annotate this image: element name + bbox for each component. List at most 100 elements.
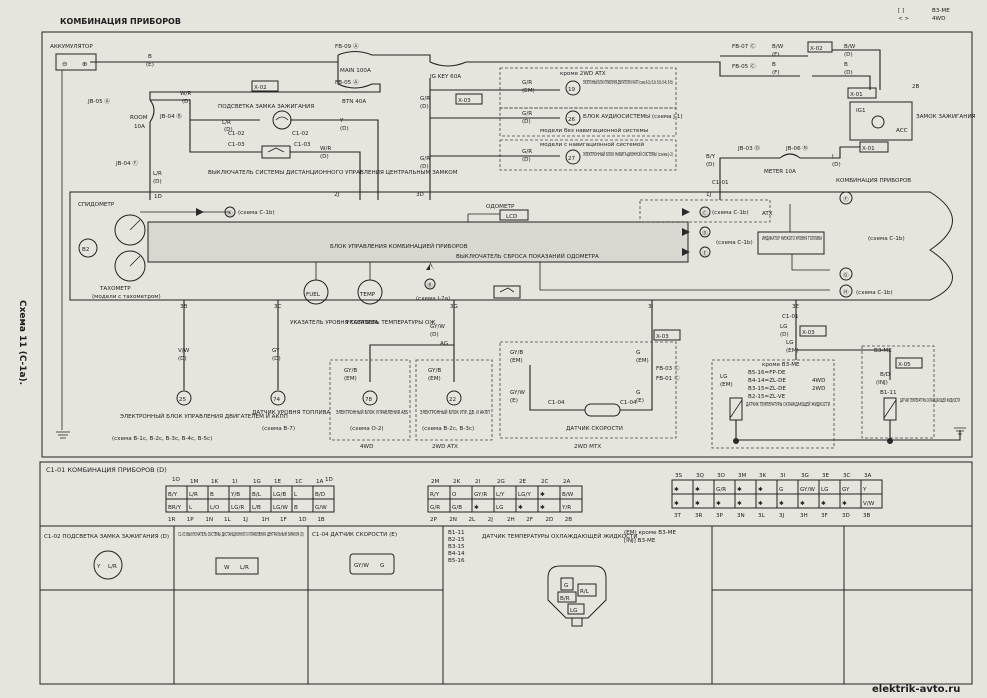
ref-g [839,267,853,281]
wire-bw2-d: (D) [844,52,853,58]
ref-f-label: Ⓕ [843,195,849,203]
jb05-label: JB-05 Ⓐ [87,97,110,105]
gauge-lines [315,262,371,280]
coolant-code-2: B3-15 [448,544,465,550]
meter-feed-wire [719,146,860,200]
c101c-top-num: 3Q [696,473,705,479]
side-title: Схема 11 (С-1а). [17,300,27,385]
fuel-sensor-ref: (схема В-7) [262,426,295,432]
c101b-top-num: 2M [431,479,440,485]
c101b-top-num: 2G [497,479,505,485]
c101b-pin-color: LG/Y [518,492,531,498]
c102-pin-y: Y [96,564,101,570]
wire-gr-audio: G/R [522,111,532,117]
c101b-pin-color: ✱ [540,504,545,511]
wire-gyb-mtx-em: (EM) [510,358,523,364]
pin-ag: AG [440,341,448,347]
wire-by-d: (D) [706,162,715,168]
coolant-sensor-label: ДАТЧИК ТЕМПЕРАТУРЫ ОХЛАЖДАЮЩЕЙ ЖИДКОСТИ [746,401,830,408]
c101c-pin-color: G [779,487,783,493]
c103-b: C1-03 [294,142,311,148]
ref-19 [565,80,581,96]
lcd-label: LCD [506,214,517,220]
coolant-code-1: B2-15 [448,537,465,543]
c101b-cell [559,498,583,513]
fuse-fb09: FB-09 Ⓐ [335,42,359,50]
wire-y-d: (D) [340,126,349,132]
ign-light-lamp [272,110,292,130]
wire-gy: GY [272,348,280,354]
ref-c-label: Ⓒ [702,209,708,217]
abs-label: ЭЛЕКТРОННЫЙ БЛОК УПРАВЛЕНИЯ ABS [336,409,408,416]
c101c-top-num: 3S [675,473,683,479]
c101c-top-num: 3I [780,473,786,479]
c104-pin-gyw: GY/W [354,563,369,569]
c101c-top-num: 3C [843,473,851,479]
fuse-fb05b: FB-05 Ⓒ [732,62,756,70]
ignition-switch [849,101,913,141]
abs-dashed-box [329,359,411,441]
ref-78 [362,390,378,406]
c101c-pin-color: Y [862,487,867,493]
x05-connector [895,357,923,369]
pin-3i: 3I [648,304,654,310]
c101b-pin-color: O [452,492,457,498]
c101a-pin-color: Y/B [230,492,240,498]
c101c-pin-color: ✱ [695,486,700,493]
wire-lr-2-d: (D) [224,127,233,133]
c101c-pin-color: V/W [863,501,875,507]
wire-gyw-d: (D) [430,332,439,338]
wire-gyb-em2: (EM) [344,376,357,382]
c101a-pin-color: LG/B [273,492,286,498]
ref-h-note: (схема С-1b) [856,290,893,296]
c101c-pin-color: ✱ [716,500,721,507]
wire-gr2-d: (D) [420,164,429,170]
c101a-pin-color: B [294,505,298,511]
wire-b-f: B [772,62,776,68]
x01-label-a: X-01 [850,92,863,98]
wire-w-d: (D) [320,154,329,160]
ref-c [699,206,711,218]
wire-gr-nav: G/R [522,149,532,155]
coolant-code-0: B1-11 [448,530,465,536]
ignition-feed-wires [720,49,881,90]
jb06-label: JB-06 Ⓝ [785,144,808,152]
coolant-pin-lg: LG [570,608,577,614]
ign-light-label: ПОДСВЕТКА ЗАМКА ЗАЖИГАНИЯ [218,104,314,110]
c101b-pin-color: G/R [430,505,440,511]
switch-contact [267,147,285,153]
wire-b-f2: (F) [772,70,780,76]
ref-h-label: Ⓗ [843,288,849,296]
wire-gyb-mtx: GY/B [510,350,523,356]
c101a-pin-color: L/O [210,505,220,511]
c101b-pin-color: R/Y [430,492,440,498]
ref-b2-label: B2 [82,247,89,253]
coolant-a-ground-icon [733,438,739,444]
wire-bd: B/D [880,372,890,378]
ref-b-arrow [426,262,434,270]
main-fuse-out [372,54,431,62]
ecu-label: ЭЛЕКТРОННЫЙ БЛОК УПРАВЛЕНИЯ ДВИГАТЕЛЕМ И… [583,79,673,86]
atx-label: ATX [762,211,773,217]
c101a-pin-color: LG/W [273,505,288,511]
c101a-cell [312,498,335,513]
wire-w: W/R [320,146,331,152]
diode-icon [196,208,204,216]
wire-vw-d: (D) [178,356,187,362]
c101a-top-num: 1C [295,479,303,485]
ground-bus [736,430,961,441]
eng-list-2: B3-15=ZL-DE [748,386,786,392]
x02-connector-b [807,41,833,53]
pin-3e: 3E [792,304,800,310]
c101b-pin-color: L/Y [496,492,505,498]
wire-gr2: G/R [420,156,430,162]
c101a-top-num-extra: 1D [325,477,333,483]
battery-label: АККУМУЛЯТОР [50,44,93,50]
c101c-bottom-num: 3R [695,513,703,519]
c101c-pin-color: LG [821,487,828,493]
cluster-label-top: КОМБИНАЦИЯ ПРИБОРОВ [836,178,911,184]
ref-25 [176,390,192,406]
nav-dashed-box [499,139,677,171]
coolant-pin-br-box [557,591,577,603]
abs-4wd: 4WD [360,444,373,450]
